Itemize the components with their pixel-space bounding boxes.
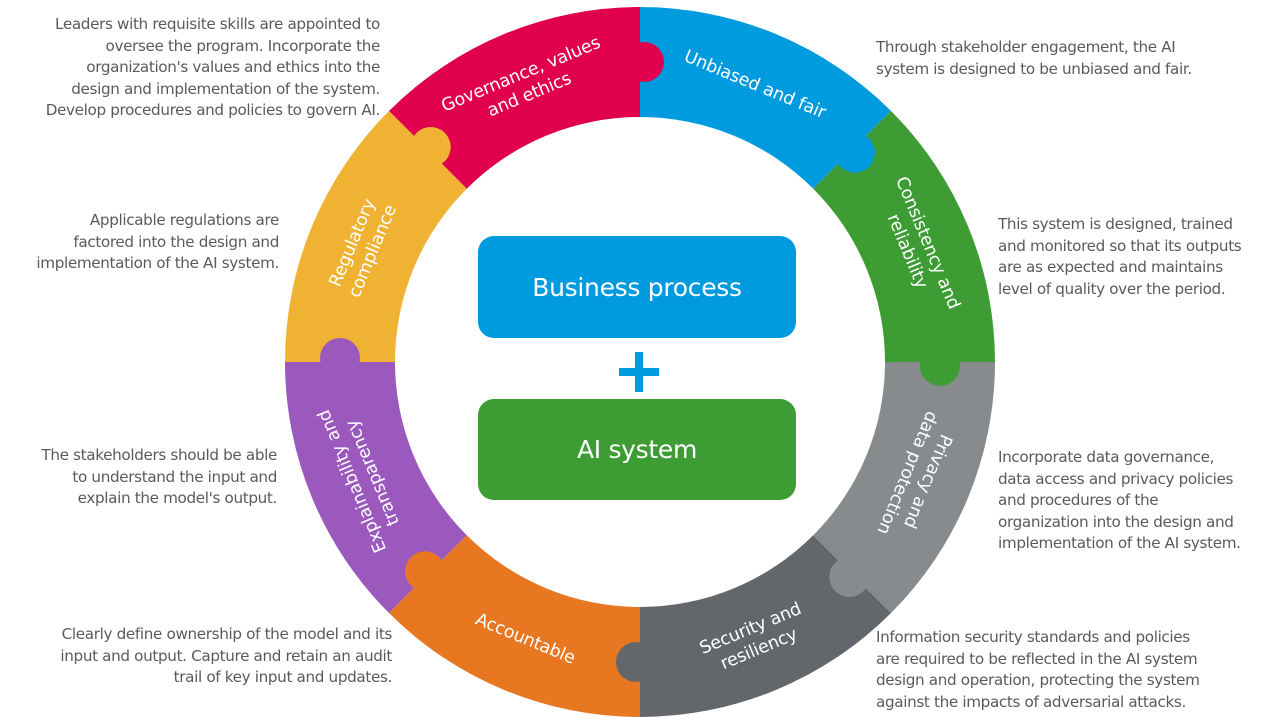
puzzle-knob-security bbox=[616, 642, 656, 682]
ai-system-label: AI system bbox=[576, 435, 698, 464]
business-process-label: Business process bbox=[532, 272, 742, 302]
description-unbiased: Through stakeholder engagement, the AI s… bbox=[876, 38, 1192, 78]
description-explainability: The stakeholders should be able to under… bbox=[41, 446, 277, 507]
business-process-box: Business process bbox=[478, 236, 796, 338]
segment-security bbox=[640, 535, 892, 717]
description-regulatory: Applicable regulations are factored into… bbox=[36, 211, 279, 272]
segment-governance bbox=[388, 6, 640, 189]
plus-icon bbox=[619, 352, 659, 392]
plus-icon-vertical-bar bbox=[635, 352, 643, 392]
description-security: Information security standards and polic… bbox=[876, 628, 1200, 711]
ai-system-box: AI system bbox=[478, 399, 796, 500]
description-accountable: Clearly define ownership of the model an… bbox=[60, 625, 392, 686]
segment-privacy bbox=[813, 362, 995, 614]
puzzle-knob-explainability bbox=[320, 338, 360, 378]
puzzle-knob-privacy bbox=[829, 556, 870, 597]
segment-consistency bbox=[813, 110, 995, 362]
puzzle-knob-regulatory bbox=[410, 127, 451, 168]
segment-unbiased bbox=[640, 7, 892, 189]
segment-accountable bbox=[388, 535, 640, 717]
segment-regulatory bbox=[285, 110, 467, 362]
description-privacy: Incorporate data governance, data access… bbox=[998, 448, 1241, 552]
description-consistency: This system is designed, trained and mon… bbox=[998, 215, 1242, 298]
puzzle-knob-consistency bbox=[920, 346, 960, 386]
puzzle-knob-governance bbox=[624, 42, 664, 82]
description-governance: Leaders with requisite skills are appoin… bbox=[45, 15, 381, 119]
segment-explainability bbox=[285, 362, 467, 614]
puzzle-knob-unbiased bbox=[834, 132, 875, 173]
puzzle-knob-accountable bbox=[405, 551, 446, 592]
